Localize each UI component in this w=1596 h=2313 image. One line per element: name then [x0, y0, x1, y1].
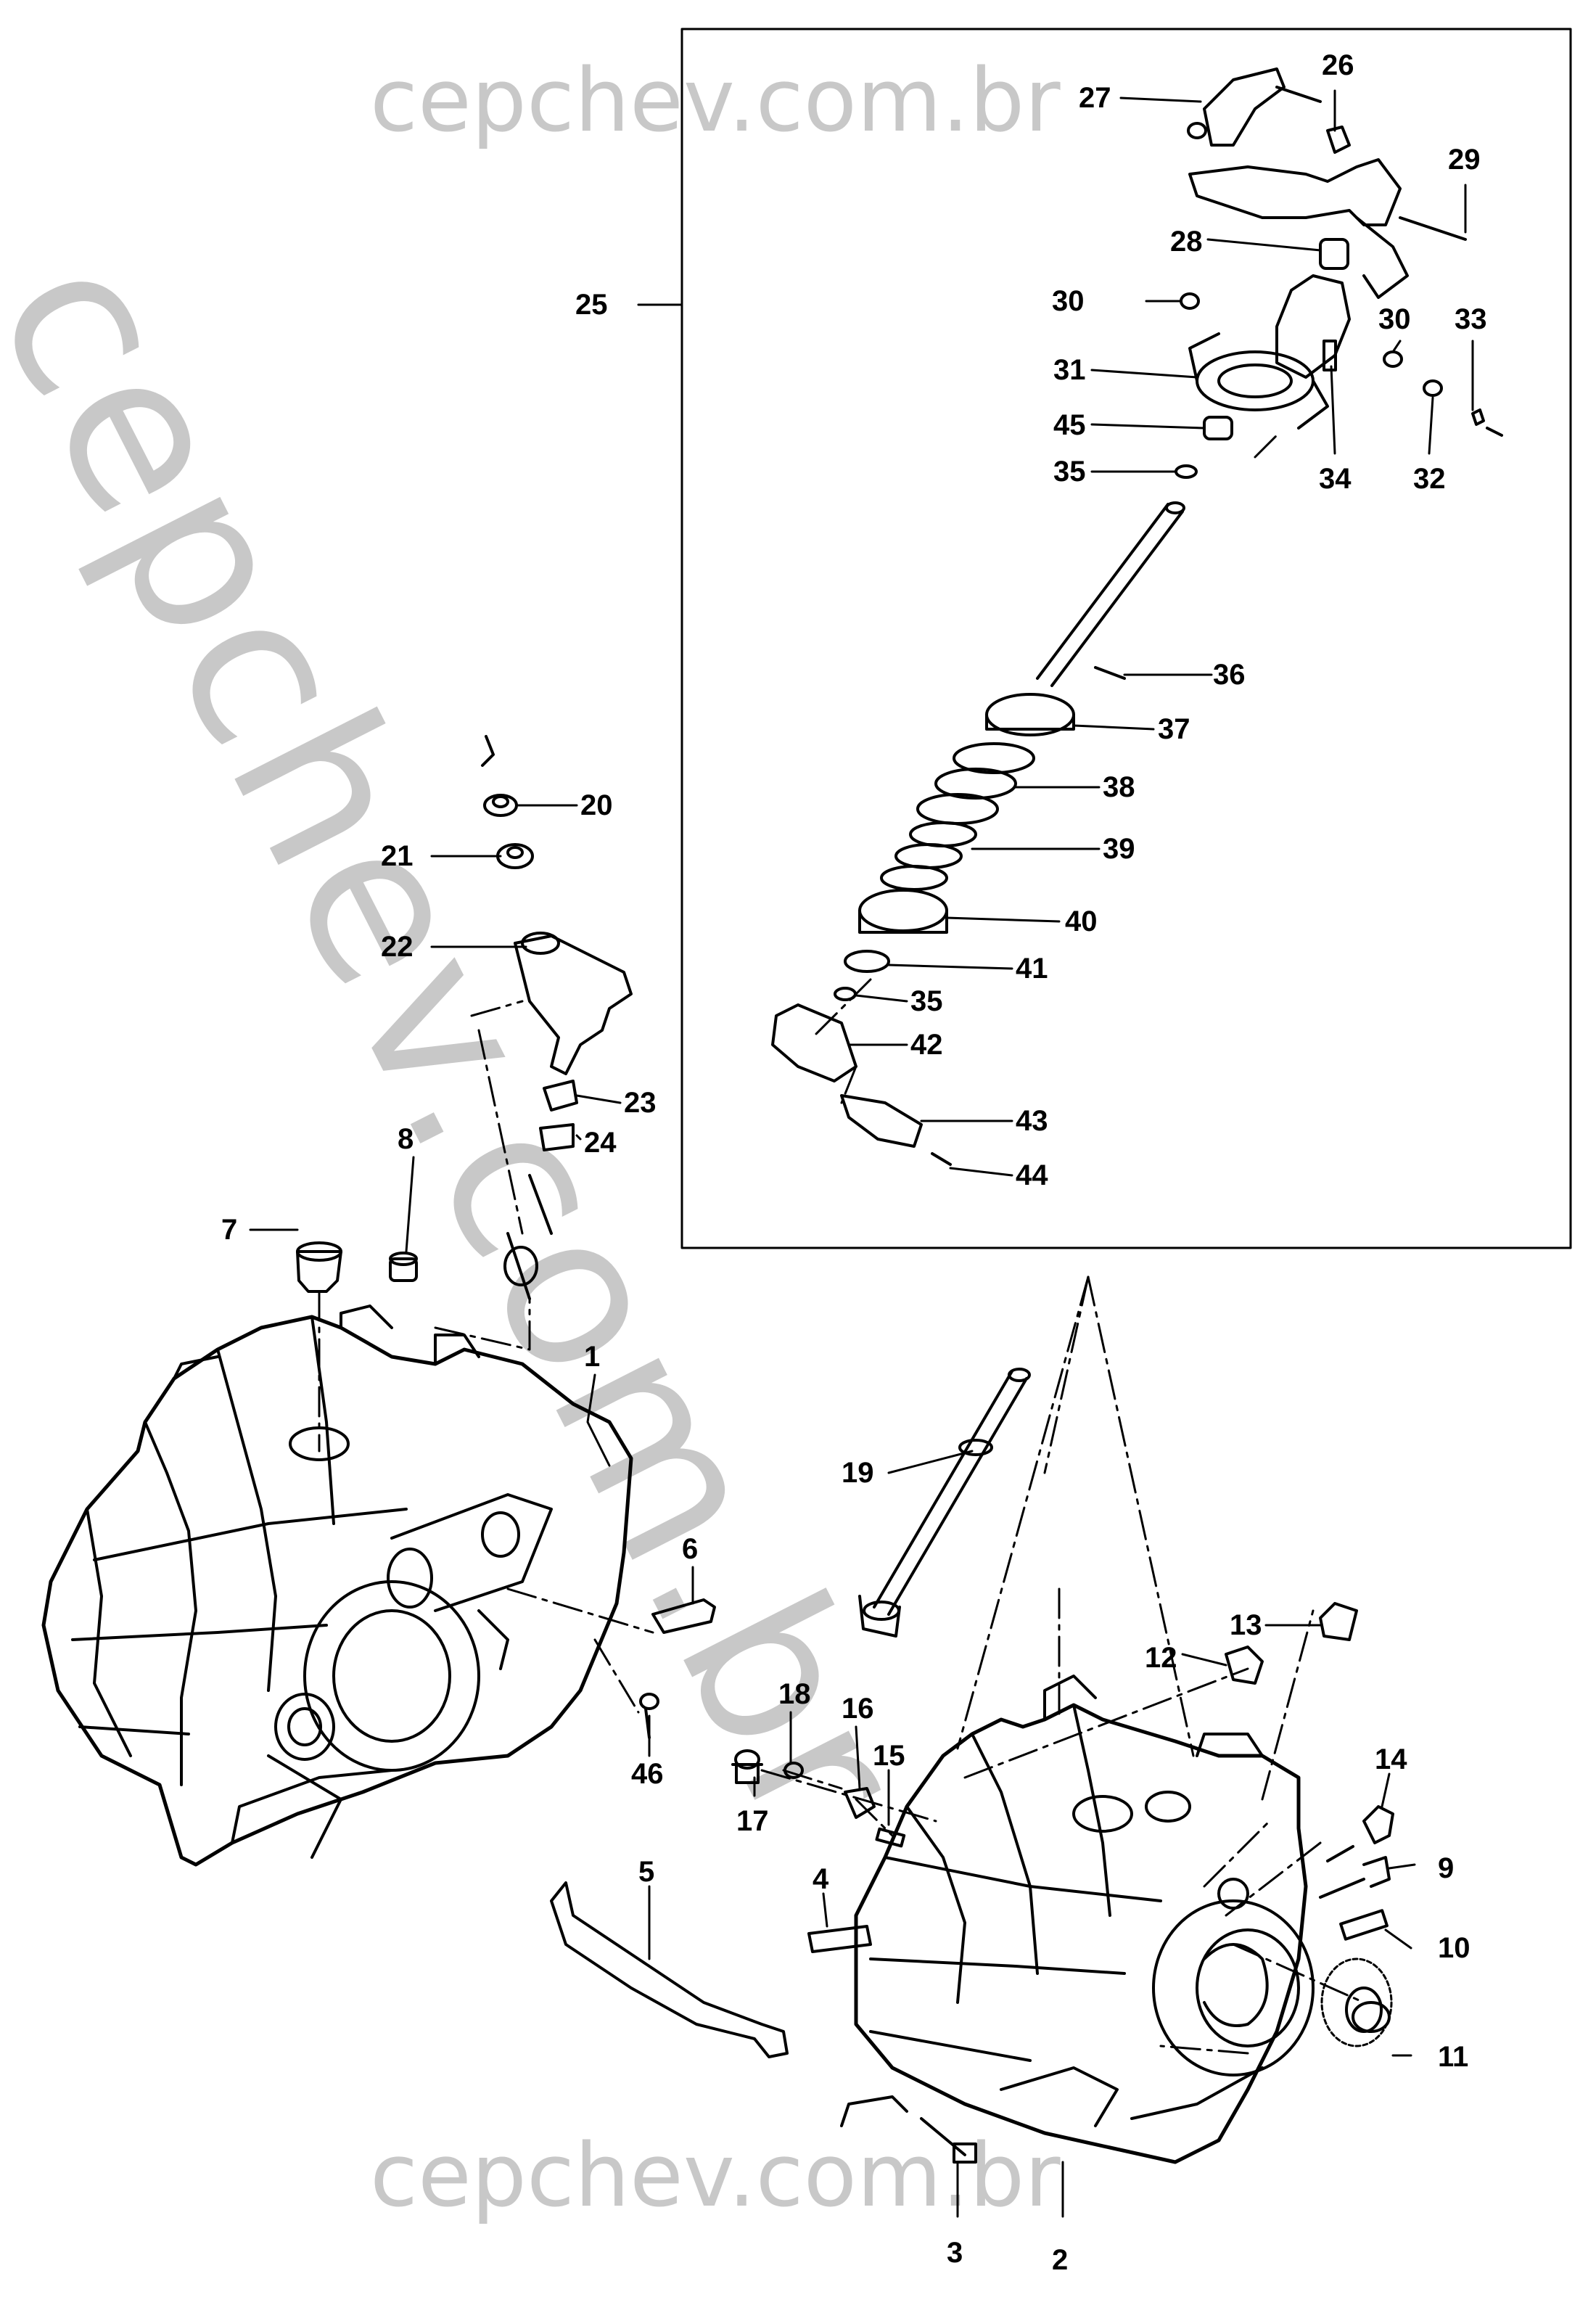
label-part-18: 18	[778, 1678, 811, 1710]
label-part-26: 26	[1322, 49, 1354, 81]
parts-20-24	[481, 735, 633, 1300]
label-part-17: 17	[736, 1805, 769, 1837]
label-part-8: 8	[398, 1123, 414, 1155]
label-part-24: 24	[584, 1127, 617, 1159]
label-part-43: 43	[1016, 1105, 1048, 1137]
label-part-44: 44	[1016, 1159, 1048, 1191]
group-25-assembly	[771, 67, 1503, 1166]
label-part-42: 42	[910, 1029, 943, 1061]
alignment-lines	[318, 434, 1365, 2055]
label-part-33: 33	[1455, 303, 1487, 335]
label-part-4: 4	[813, 1863, 829, 1895]
label-part-40: 40	[1065, 905, 1098, 937]
label-part-14: 14	[1375, 1743, 1407, 1775]
part-19-shaft	[858, 1368, 1031, 1638]
label-part-45: 45	[1053, 409, 1086, 441]
label-part-34: 34	[1319, 463, 1352, 495]
label-part-32: 32	[1413, 463, 1446, 495]
label-part-22: 22	[381, 931, 414, 963]
parts-7-8	[296, 1241, 418, 1293]
label-part-19: 19	[842, 1457, 874, 1489]
label-part-30-left: 30	[1052, 285, 1085, 317]
label-part-5: 5	[638, 1856, 655, 1888]
label-part-46: 46	[631, 1758, 664, 1790]
label-part-15: 15	[873, 1740, 905, 1772]
label-part-6: 6	[682, 1533, 699, 1565]
leader-lines	[249, 89, 1474, 2218]
label-part-36: 36	[1213, 659, 1246, 691]
seal-ring	[1320, 1957, 1393, 2047]
label-part-30-right: 30	[1378, 303, 1411, 335]
label-part-23: 23	[624, 1087, 657, 1119]
label-part-1: 1	[584, 1341, 601, 1373]
label-part-2: 2	[1052, 2244, 1069, 2276]
label-part-20: 20	[580, 789, 613, 821]
label-part-37: 37	[1158, 713, 1190, 745]
label-part-10: 10	[1438, 1932, 1470, 1964]
label-part-35-bottom: 35	[910, 985, 943, 1017]
label-part-12: 12	[1145, 1642, 1177, 1674]
label-part-27: 27	[1079, 82, 1111, 114]
label-part-7: 7	[221, 1214, 238, 1246]
label-part-21: 21	[381, 840, 414, 872]
label-part-13: 13	[1230, 1609, 1262, 1641]
label-part-25: 25	[575, 289, 608, 321]
right-case	[840, 1675, 1393, 2164]
label-part-11: 11	[1438, 2041, 1469, 2073]
label-part-28: 28	[1170, 226, 1203, 258]
label-part-9: 9	[1438, 1852, 1455, 1884]
small-parts	[639, 1598, 1394, 2164]
label-part-29: 29	[1448, 144, 1481, 176]
left-case	[41, 1305, 633, 1867]
label-part-35-top: 35	[1053, 456, 1086, 488]
part-5-lever	[550, 1881, 789, 2058]
part-4-plate	[807, 1925, 872, 1953]
label-part-39: 39	[1103, 833, 1135, 865]
label-part-16: 16	[842, 1693, 874, 1725]
label-part-3: 3	[947, 2237, 963, 2269]
label-part-38: 38	[1103, 771, 1135, 803]
detail-box	[680, 28, 1572, 1249]
label-part-41: 41	[1016, 953, 1048, 985]
label-part-31: 31	[1053, 354, 1086, 386]
